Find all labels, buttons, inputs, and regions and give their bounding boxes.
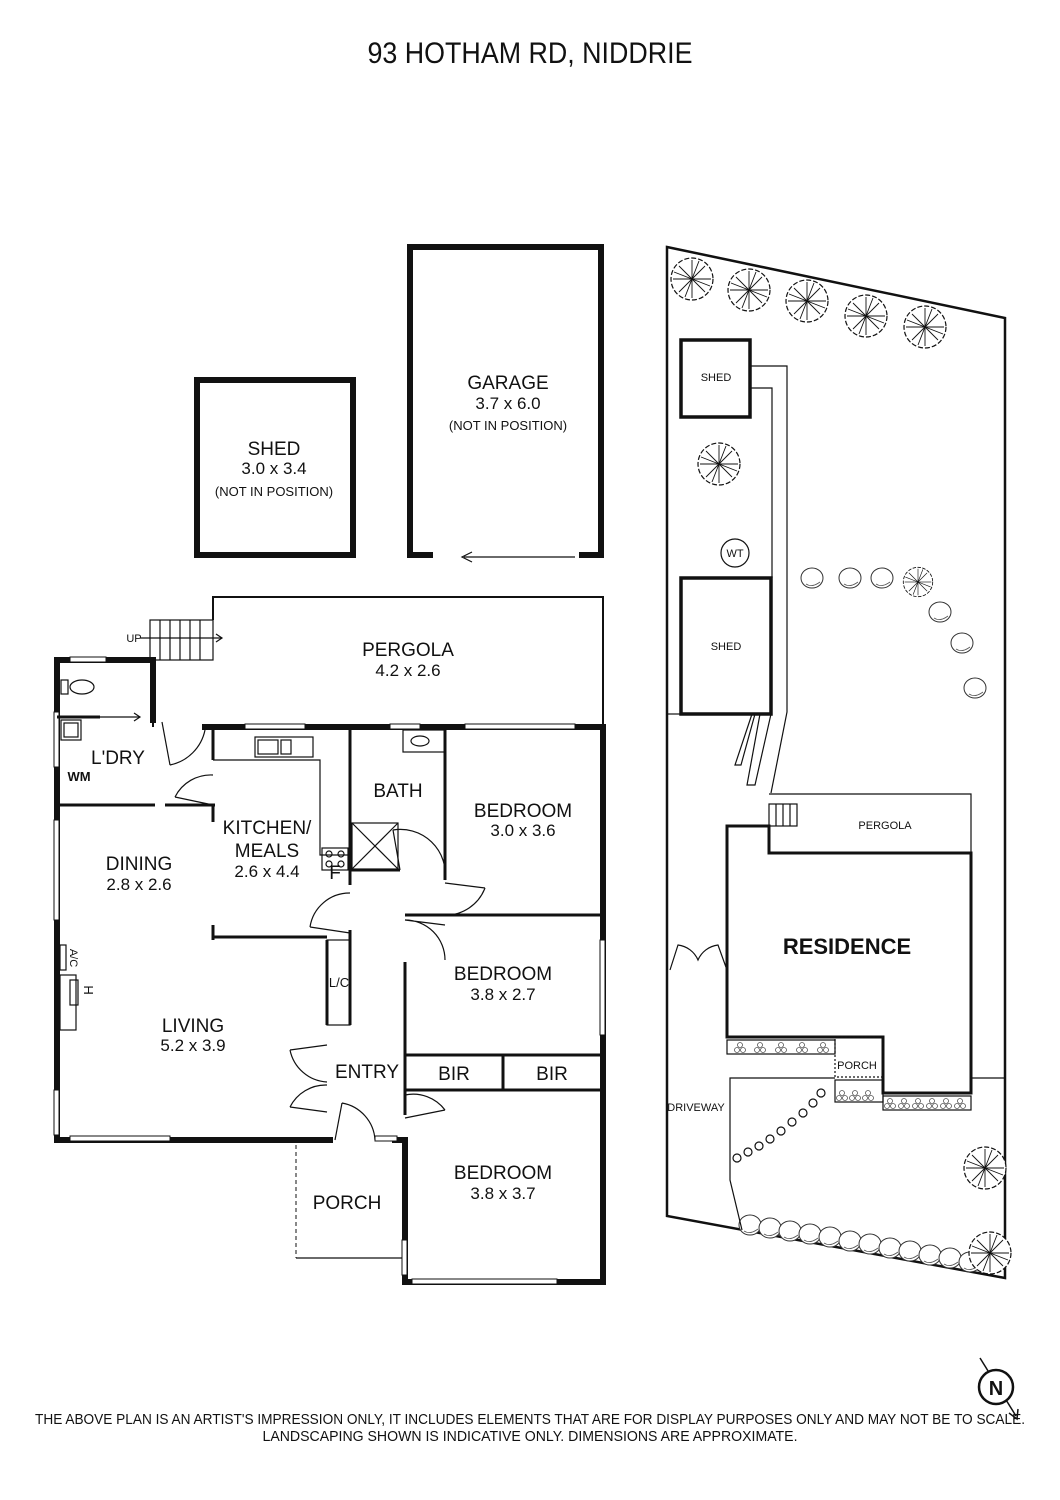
house-floor-plan: UP xyxy=(53,596,606,1285)
shed-label: SHED xyxy=(248,439,301,460)
bir2-label: BIR xyxy=(536,1064,568,1085)
shrub-icon xyxy=(963,677,987,699)
pergola-size: 4.2 x 2.6 xyxy=(375,661,440,680)
water-tank-icon xyxy=(720,538,750,568)
site-shed-small-label: SHED xyxy=(701,372,732,384)
bedroom1-label: BEDROOM xyxy=(474,801,572,822)
garage-outbuilding: GARAGE 3.7 x 6.0 (NOT IN POSITION) xyxy=(407,244,604,563)
site-shed-small xyxy=(679,338,752,419)
site-pergola-label: PERGOLA xyxy=(858,820,912,832)
bedroom3-label: BEDROOM xyxy=(454,1163,552,1184)
garage-door-arrow-icon xyxy=(460,551,575,563)
water-tank-label: WT xyxy=(726,548,743,560)
stairs-icon xyxy=(140,619,224,661)
bedroom2-label: BEDROOM xyxy=(454,964,552,985)
north-label: N xyxy=(989,1378,1003,1400)
tree-icon xyxy=(963,1146,1007,1190)
site-shed-large xyxy=(679,576,773,716)
site-shed-large-label: SHED xyxy=(711,641,742,653)
disclaimer-line2: LANDSCAPING SHOWN IS INDICATIVE ONLY. DI… xyxy=(263,1428,798,1445)
bedroom1-size: 3.0 x 3.6 xyxy=(490,821,555,840)
washing-machine-label: WM xyxy=(67,769,90,784)
site-stairs-icon xyxy=(768,803,798,827)
gate-icon xyxy=(669,944,728,971)
property-boundary xyxy=(665,245,1007,1280)
tree-icon xyxy=(697,442,741,486)
tree-icon xyxy=(844,294,888,338)
heater-label: H xyxy=(81,985,96,994)
tree-icon xyxy=(903,305,947,349)
laundry-tub-icon xyxy=(60,719,82,741)
hedge xyxy=(738,1214,1012,1275)
site-porch-label: PORCH xyxy=(837,1060,877,1072)
heater-icon xyxy=(59,974,79,1031)
tree-icon xyxy=(902,566,934,598)
north-arrow-icon: N xyxy=(977,1357,1019,1421)
residence-label: RESIDENCE xyxy=(783,934,911,959)
driveway-label: DRIVEWAY xyxy=(667,1102,725,1114)
shrub-icon xyxy=(950,632,974,654)
garage-size: 3.7 x 6.0 xyxy=(475,394,540,413)
shower-icon xyxy=(351,822,399,870)
shrub-icon xyxy=(870,567,894,589)
porch-label: PORCH xyxy=(313,1193,382,1214)
shed-note: (NOT IN POSITION) xyxy=(215,484,333,499)
disclaimer-line1: THE ABOVE PLAN IS AN ARTIST'S IMPRESSION… xyxy=(35,1411,1025,1428)
fridge-label: F xyxy=(329,863,341,884)
bir1-label: BIR xyxy=(438,1064,470,1085)
ac-label: A/C xyxy=(67,949,79,967)
kitchen-sink-icon xyxy=(254,736,314,758)
driveway-bollards xyxy=(732,1088,826,1163)
cooktop-icon xyxy=(321,847,349,871)
living-size: 5.2 x 3.9 xyxy=(160,1036,225,1055)
kitchen-label-line2: MEALS xyxy=(235,841,299,862)
site-plan: SHED SHED WT PERGOLA xyxy=(665,245,1012,1280)
shrub-icon xyxy=(800,567,824,589)
basin-icon xyxy=(402,729,446,753)
tree-icon xyxy=(727,268,771,312)
shed-size: 3.0 x 3.4 xyxy=(241,459,306,478)
bedroom2-size: 3.8 x 2.7 xyxy=(470,985,535,1004)
tree-icon xyxy=(670,257,714,301)
linen-cupboard xyxy=(326,939,351,1026)
door-swings xyxy=(161,721,486,1141)
laundry-label: L'DRY xyxy=(91,748,145,769)
garage-label: GARAGE xyxy=(467,373,548,394)
dining-size: 2.8 x 2.6 xyxy=(106,875,171,894)
garage-note: (NOT IN POSITION) xyxy=(449,418,567,433)
kitchen-label-line1: KITCHEN/ xyxy=(223,818,312,839)
bath-label: BATH xyxy=(373,781,422,802)
kitchen-bench xyxy=(213,759,350,856)
toilet-icon xyxy=(60,679,95,695)
air-conditioner-icon xyxy=(59,944,67,971)
dining-label: DINING xyxy=(106,854,173,875)
tree-icon xyxy=(785,279,829,323)
living-label: LIVING xyxy=(162,1016,224,1037)
kitchen-size: 2.6 x 4.4 xyxy=(234,862,299,881)
shed-outbuilding: SHED 3.0 x 3.4 (NOT IN POSITION) xyxy=(194,377,356,558)
page-title: 93 HOTHAM RD, NIDDRIE xyxy=(368,37,693,70)
linen-cupboard-label: L/C xyxy=(329,975,349,990)
entry-label: ENTRY xyxy=(335,1062,399,1083)
stairs-up-label: UP xyxy=(126,633,141,645)
residence-footprint xyxy=(725,824,973,1095)
shrub-icon xyxy=(928,601,952,623)
pergola-label: PERGOLA xyxy=(362,640,454,661)
shrub-icon xyxy=(838,567,862,589)
bedroom3-size: 3.8 x 3.7 xyxy=(470,1184,535,1203)
